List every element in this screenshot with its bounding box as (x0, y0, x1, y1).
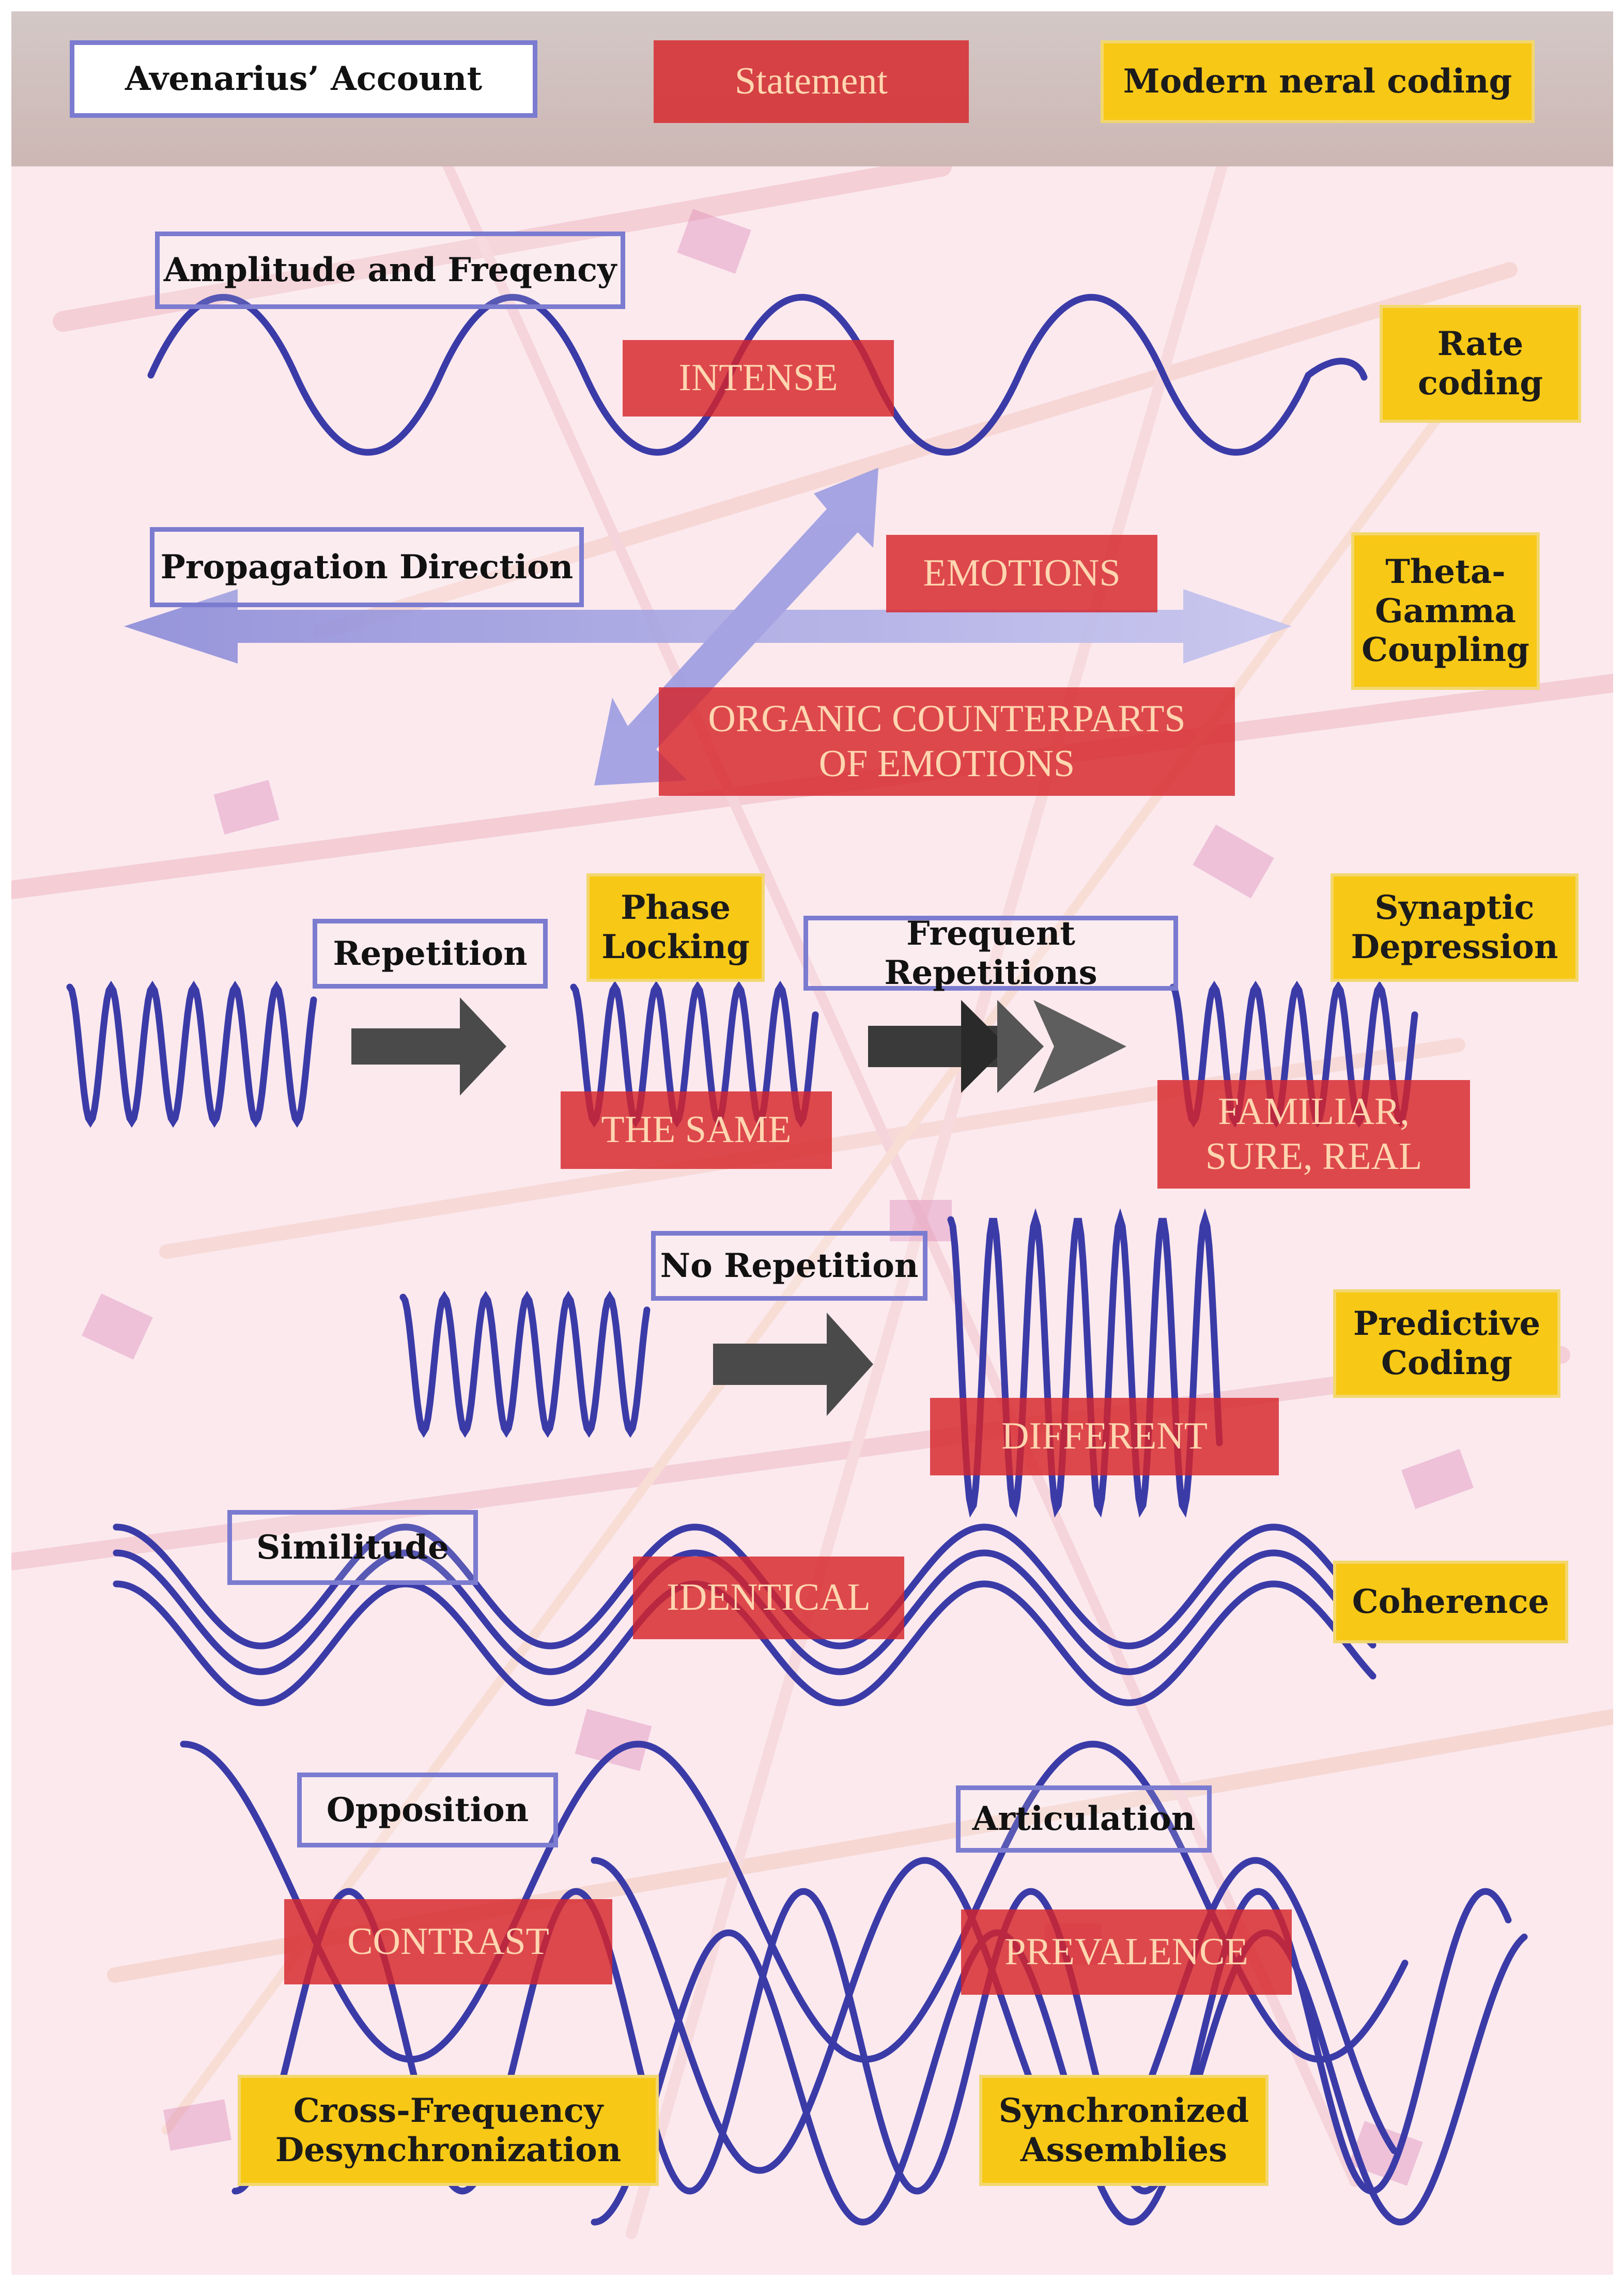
similitude-account-box: Similitude (227, 1510, 478, 1585)
frequent-repetition-wave (1169, 980, 1418, 1128)
opposition-account-box: Opposition (297, 1773, 558, 1847)
identical-statement-box: IDENTICAL (633, 1557, 904, 1639)
legend-account-box: Avenarius’ Account (70, 40, 537, 118)
cross-frequency-box: Cross-Frequency Desynchronization (238, 2075, 659, 2186)
amplitude-wave (147, 294, 1368, 456)
articulation-account-box: Articulation (956, 1785, 1212, 1853)
repetition-wave-input (66, 980, 317, 1128)
opposition-wave-1 (180, 1740, 1409, 2063)
predictive-coding-box: Predictive Coding (1333, 1289, 1560, 1398)
legend-statement-box: Statement (654, 40, 969, 123)
synchronized-assemblies-box: Synchronized Assemblies (979, 2075, 1269, 2186)
articulation-wave-2 (591, 1929, 1528, 2226)
different-statement-box: DIFFERENT (930, 1398, 1279, 1475)
frequent-repetitions-box: Frequent Repetitions (803, 914, 1178, 992)
synaptic-depression-box: Synaptic Depression (1331, 873, 1579, 982)
familiar-sure-real-box: FAMILIAR, SURE, REAL (1157, 1080, 1470, 1189)
emotions-statement-box: EMOTIONS (886, 535, 1157, 612)
rate-coding-box: Rate coding (1380, 305, 1581, 423)
propagation-account-box: Propagation Direction (150, 527, 584, 607)
legend-modern-box: Modern neral coding (1101, 40, 1535, 123)
coherence-box: Coherence (1333, 1561, 1568, 1643)
organic-counterparts-box: ORGANIC COUNTERPARTS OF EMOTIONS (659, 687, 1235, 796)
gray-arrows (351, 997, 1126, 1416)
prevalence-statement-box: PREVALENCE (961, 1909, 1292, 1995)
theta-gamma-box: Theta- Gamma Coupling (1351, 532, 1540, 690)
different-wave (947, 1208, 1223, 1518)
no-repetition-account-box: No Repetition (651, 1231, 927, 1301)
the-same-statement-box: THE SAME (561, 1091, 832, 1169)
intense-statement-box: INTENSE (623, 340, 894, 417)
no-repetition-wave-input (399, 1290, 651, 1438)
contrast-statement-box: CONTRAST (284, 1899, 612, 1984)
repetition-account-box: Repetition (313, 919, 548, 989)
amplitude-account-box: Amplitude and Freqency (155, 232, 625, 309)
phase-locking-box: Phase Locking (586, 873, 765, 982)
phase-locking-wave (570, 980, 819, 1128)
